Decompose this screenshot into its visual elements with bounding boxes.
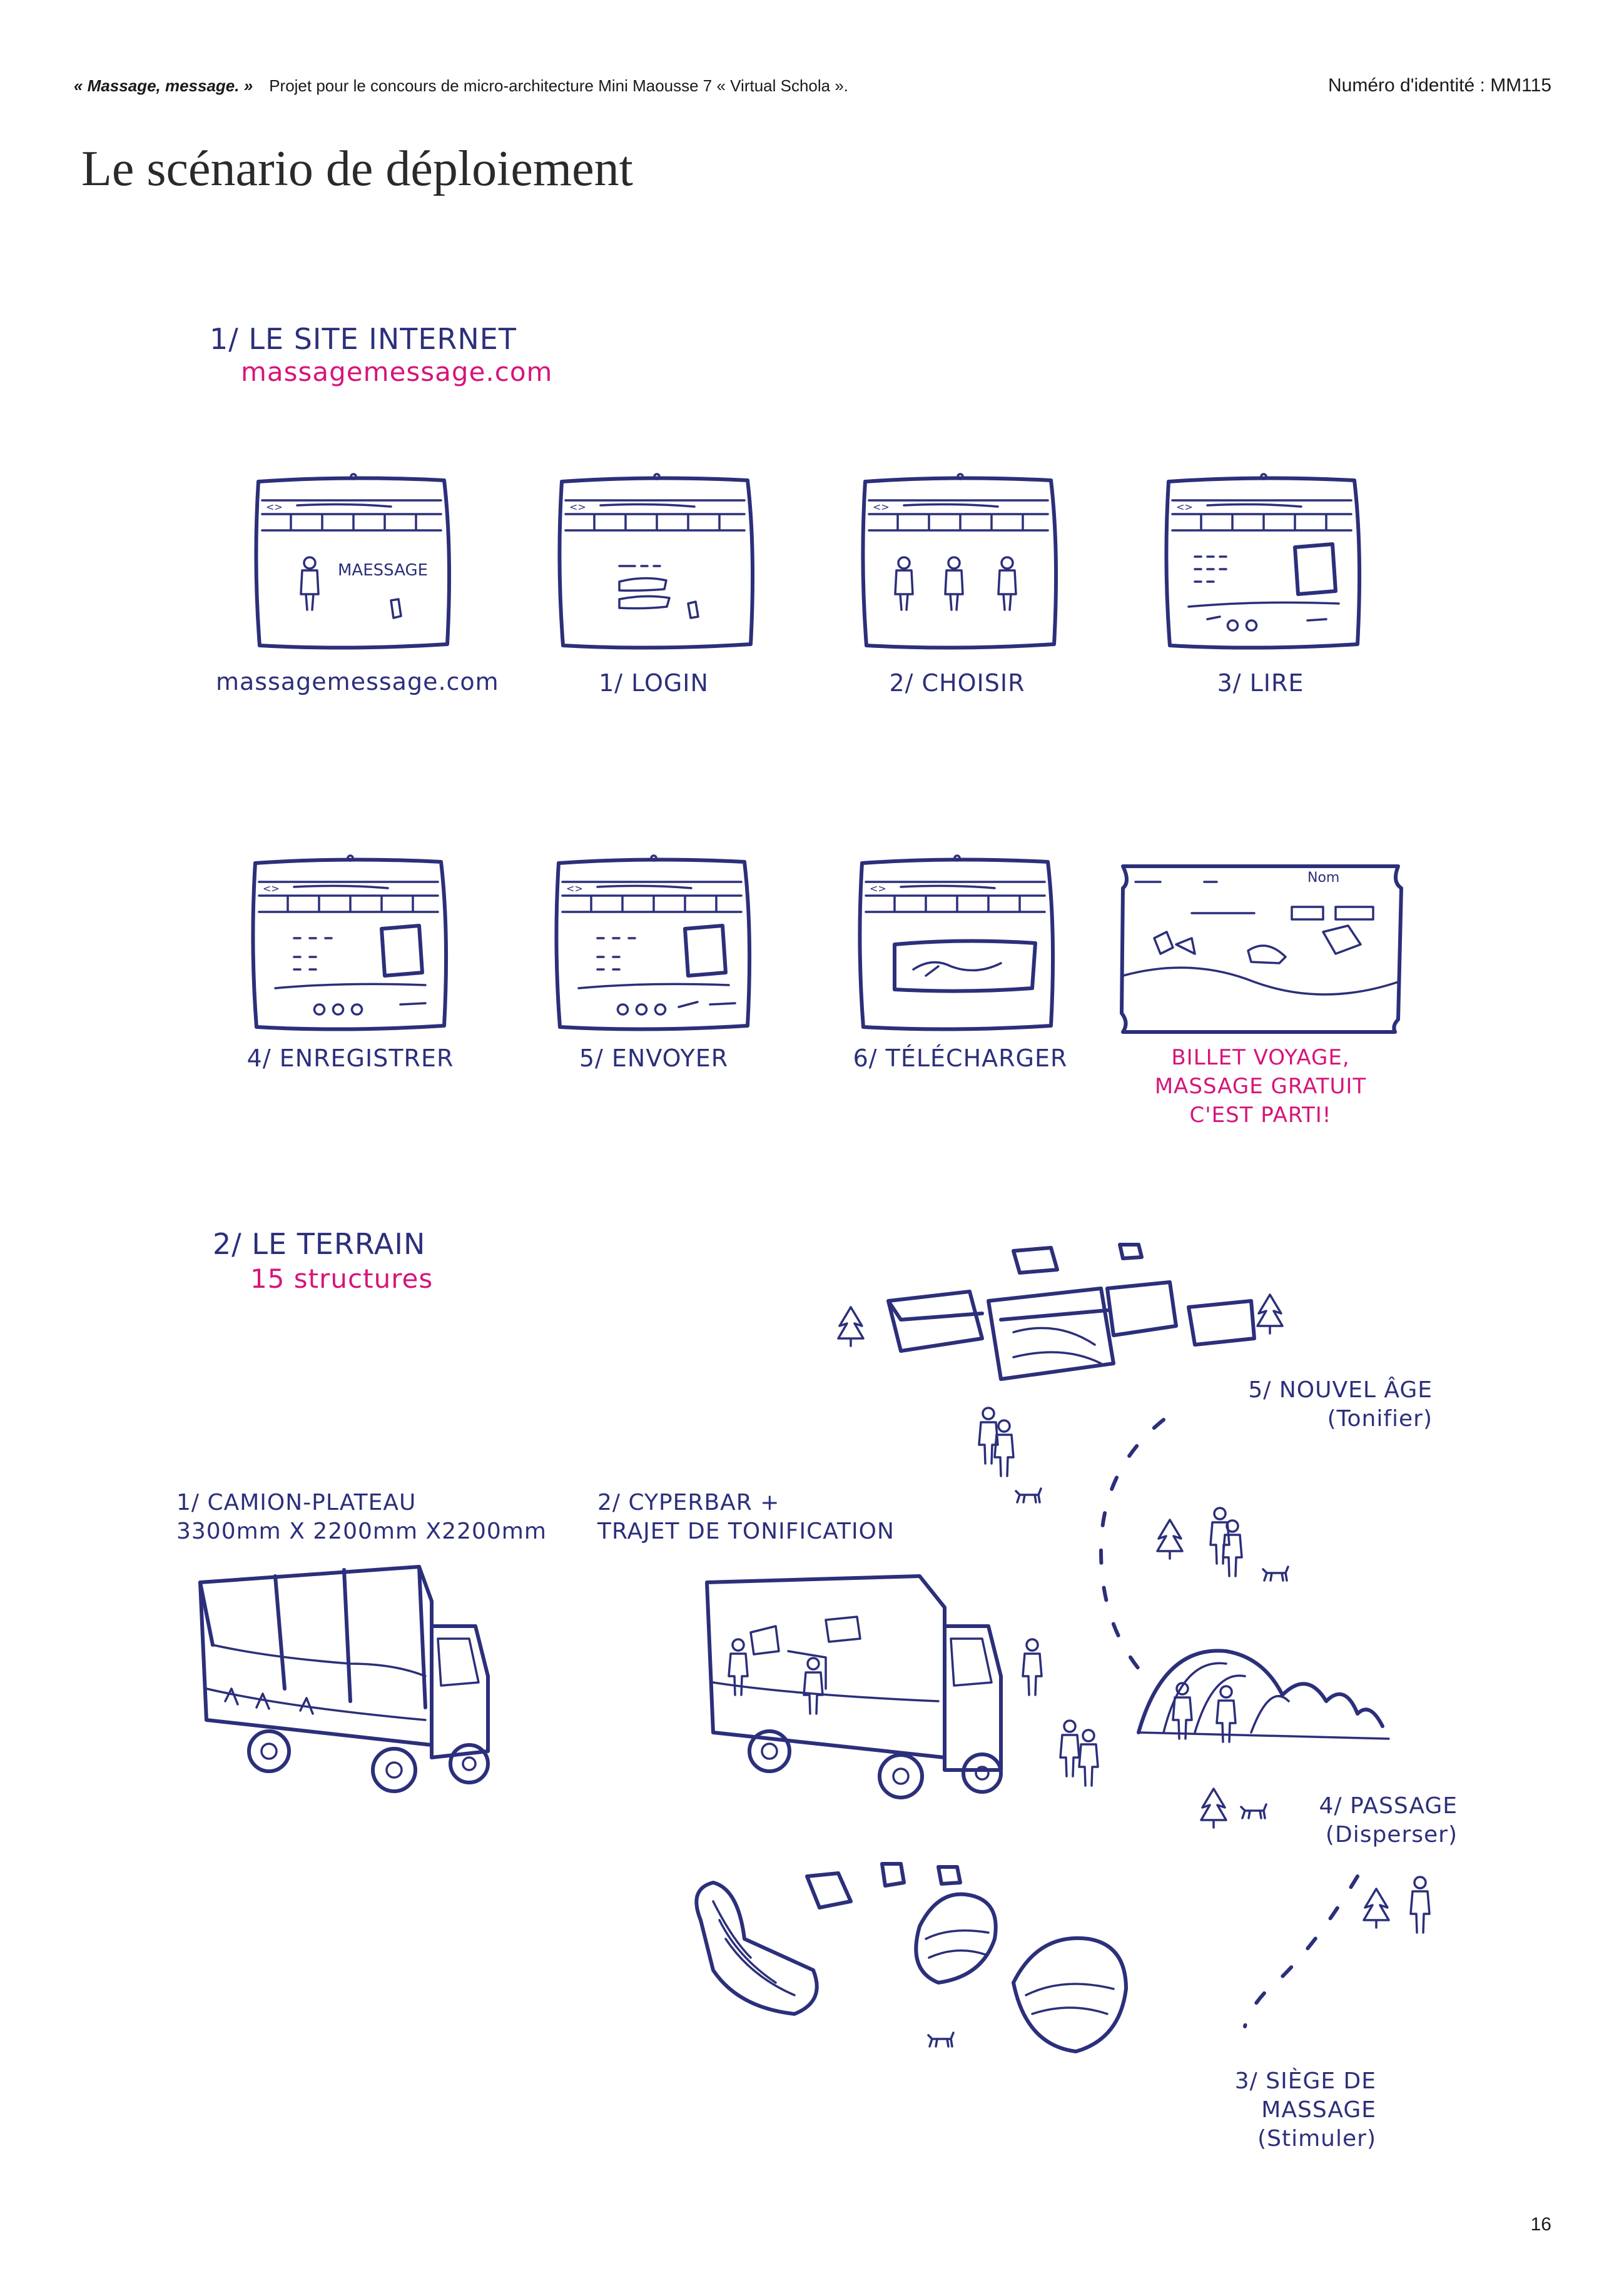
section1-subtitle: massagemessage.com [241, 357, 553, 387]
ticket-caption-line: MASSAGE GRATUIT [1154, 1074, 1367, 1099]
caption-send: 5/ ENVOYER [579, 1044, 729, 1072]
ticket-caption: BILLET VOYAGE, MASSAGE GRATUIT C'EST PAR… [1098, 1043, 1423, 1130]
caption-download: 6/ TÉLÉCHARGER [853, 1044, 1068, 1072]
section2-title: 2/ LE TERRAIN [213, 1227, 426, 1261]
new-age-crates-icon [837, 1243, 1284, 1381]
homepage-screen-icon: MAESSAGE [256, 474, 449, 648]
caption-login: 1/ LOGIN [599, 669, 709, 697]
chair-sub: (Stimuler) [1257, 2126, 1376, 2152]
new-age-sub: (Tonifier) [1327, 1406, 1433, 1432]
item-passage-label: 4/ PASSAGE (Disperser) [1207, 1792, 1458, 1849]
cyberbar-truck-icon [705, 1574, 1003, 1799]
caption-save: 4/ ENREGISTRER [246, 1044, 454, 1072]
caption-read: 3/ LIRE [1217, 669, 1304, 697]
identity-number: Numéro d'identité : MM115 [1328, 75, 1551, 96]
passage-tunnel-icon [1137, 1649, 1390, 1743]
chair-title: 3/ SIÈGE DE MASSAGE [1234, 2068, 1376, 2123]
read-screen-icon [1166, 474, 1359, 648]
page-number: 16 [1530, 2214, 1551, 2235]
item-cyberbar-label: 2/ CYPERBAR + TRAJET DE TONIFICATION [597, 1489, 895, 1546]
cyberbar-sub: TRAJET DE TONIFICATION [597, 1519, 895, 1544]
massage-chair-icon [694, 1862, 1128, 2053]
item-new-age-label: 5/ NOUVEL ÂGE (Tonifier) [1182, 1376, 1433, 1434]
caption-homepage: massagemessage.com [216, 668, 499, 695]
passage-title: 4/ PASSAGE [1319, 1793, 1458, 1819]
path-dashes-lower [1243, 1874, 1359, 2028]
save-screen-icon [253, 856, 446, 1029]
header-project: « Massage, message. » Projet pour le conc… [74, 76, 848, 96]
login-screen-icon [559, 474, 753, 648]
flatbed-dimensions: 3300mm X 2200mm X2200mm [176, 1519, 547, 1544]
travel-ticket-icon: Nom [1120, 864, 1403, 1034]
section2-subtitle: 15 structures [250, 1263, 434, 1294]
send-screen-icon [556, 856, 749, 1029]
screen-text-maessage: MAESSAGE [338, 561, 428, 580]
new-age-title: 5/ NOUVEL ÂGE [1248, 1377, 1433, 1403]
item-flatbed-truck-label: 1/ CAMION-PLATEAU 3300mm X 2200mm X2200m… [176, 1489, 547, 1546]
caption-choose: 2/ CHOISIR [889, 669, 1025, 697]
flatbed-truck-icon [198, 1565, 490, 1793]
passage-sub: (Disperser) [1325, 1822, 1458, 1848]
cyberbar-title: 2/ CYPERBAR + [597, 1490, 780, 1515]
project-title: « Massage, message. » [74, 76, 253, 95]
ticket-caption-line: BILLET VOYAGE, [1171, 1045, 1350, 1070]
item-massage-chair-label: 3/ SIÈGE DE MASSAGE (Stimuler) [1126, 2067, 1376, 2153]
page-title: Le scénario de déploiement [81, 141, 633, 196]
ticket-name-text: Nom [1307, 870, 1339, 886]
section1-title: 1/ LE SITE INTERNET [210, 322, 517, 356]
ticket-caption-line: C'EST PARTI! [1189, 1103, 1332, 1128]
path-dashes-upper [1099, 1418, 1165, 1678]
flatbed-title: 1/ CAMION-PLATEAU [176, 1490, 417, 1515]
project-description: Projet pour le concours de micro-archite… [269, 76, 849, 95]
download-screen-icon [860, 856, 1053, 1029]
